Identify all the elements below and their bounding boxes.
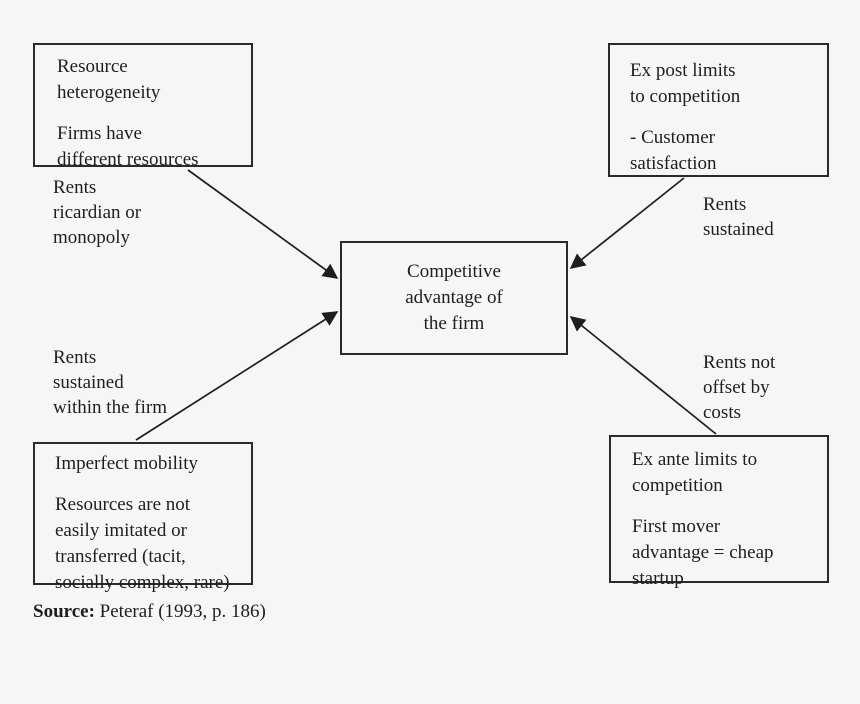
- node-title: Ex post limits to competition: [630, 60, 741, 107]
- node-title: Ex ante limits to competition: [632, 449, 758, 496]
- source-text: Peteraf (1993, p. 186): [99, 601, 266, 622]
- source-label: Source:: [33, 601, 95, 622]
- node-body: Resources are not easily imitated or tra…: [55, 494, 230, 593]
- arrow-bottom-right-to-center: [569, 316, 717, 435]
- node-body: - Customer satisfaction: [630, 127, 717, 174]
- node-body: Firms have different resources: [57, 123, 199, 170]
- edge-label-rents-sustained: Rents sustained: [703, 194, 774, 240]
- source-caption: Source: Peteraf (1993, p. 186): [33, 601, 266, 623]
- node-title: Resource heterogeneity: [57, 56, 161, 103]
- node-ex-ante-limits: Ex ante limits to competition First move…: [609, 435, 829, 589]
- edge-label-rents-ricardian: Rents ricardian or monopoly: [53, 177, 142, 248]
- node-title: Imperfect mobility: [55, 453, 198, 474]
- arrow-top-left-to-center: [187, 169, 339, 279]
- node-ex-post-limits: Ex post limits to competition - Customer…: [608, 43, 829, 177]
- edge-label-rents-sustained-within-firm: Rents sustained within the firm: [53, 347, 167, 418]
- node-competitive-advantage: Competitive advantage of the firm: [340, 241, 568, 355]
- node-resource-heterogeneity: Resource heterogeneity Firms have differ…: [33, 43, 253, 170]
- node-body: First mover advantage = cheap startup: [632, 516, 774, 589]
- edge-label-rents-not-offset-by-costs: Rents not offset by costs: [703, 352, 776, 423]
- node-imperfect-mobility: Imperfect mobility Resources are not eas…: [33, 442, 253, 593]
- arrow-top-right-to-center: [569, 177, 685, 269]
- node-title: Competitive advantage of the firm: [405, 261, 503, 334]
